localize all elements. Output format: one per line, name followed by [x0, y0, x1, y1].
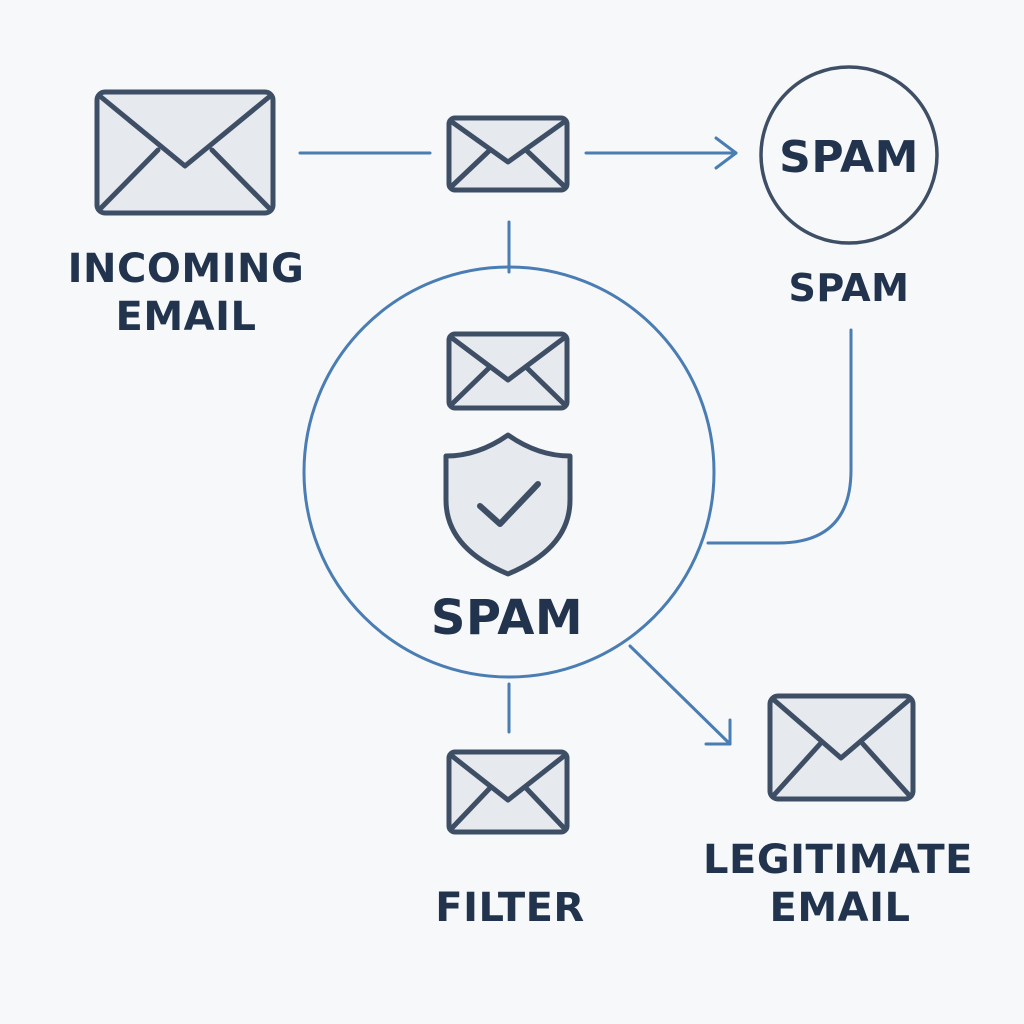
- legitimate-label-line1: LEGITIMATE: [703, 837, 973, 883]
- connector-hub-to-legitimate: [628, 644, 732, 746]
- incoming-label-line2: EMAIL: [116, 294, 257, 340]
- connectors: [298, 136, 853, 746]
- legitimate-label-line2: EMAIL: [770, 885, 911, 931]
- envelope-icon: [94, 89, 276, 216]
- hub-circle: [302, 265, 716, 679]
- spam-badge-circle: [759, 65, 939, 245]
- connector-spam-to-hub: [706, 328, 853, 545]
- envelope-icon: [446, 115, 570, 193]
- envelope-icon: [446, 749, 570, 835]
- incoming-label-line1: INCOMING: [68, 246, 305, 292]
- arrowhead-to-spam: [714, 136, 738, 170]
- arrowhead-to-legitimate: [704, 718, 732, 746]
- hub-label: SPAM: [431, 590, 583, 646]
- filter-label: FILTER: [435, 885, 584, 931]
- shield-check-icon: [443, 432, 573, 577]
- envelope-icon: [767, 693, 916, 802]
- spam-badge-text: SPAM: [779, 132, 919, 183]
- envelope-icon: [446, 331, 570, 411]
- spam-label: SPAM: [789, 266, 910, 310]
